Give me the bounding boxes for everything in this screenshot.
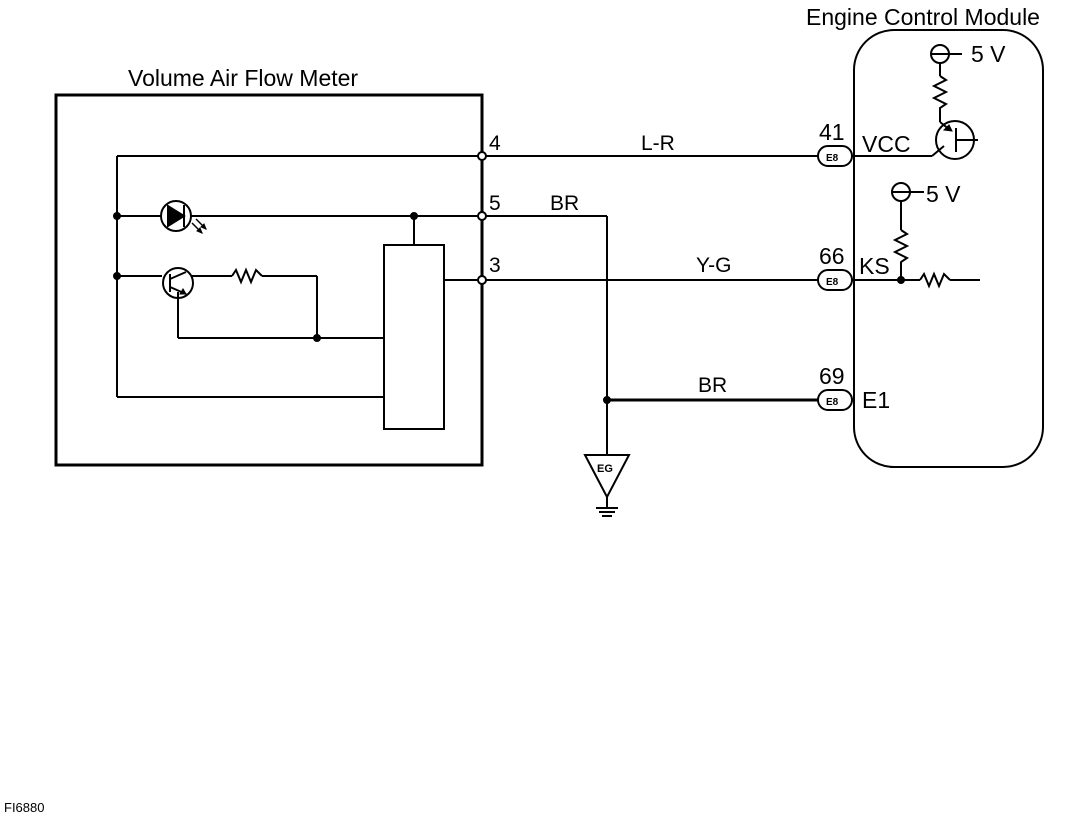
vafm-box [54,93,484,467]
supply-2-icon [891,182,924,230]
ecm-title: Engine Control Module [806,4,1040,30]
connector-69-code: E8 [826,397,839,408]
connector-41-number: 41 [819,119,845,145]
connector-69-body [817,389,853,411]
wire-yg-label: Y-G [696,254,731,277]
junction-dot [113,272,121,280]
ground-label: EG [597,463,613,475]
supply-2-label: 5 V [926,181,961,207]
supply-1-label: 5 V [971,41,1006,67]
connector-41-signal: VCC [862,131,911,157]
ecm-transistor-icon [931,120,978,160]
pin-5-label: 5 [489,192,501,215]
connector-66-number: 66 [819,243,845,269]
pin-3-terminal [477,275,487,285]
phototransistor-icon [162,267,194,299]
junction-dot [113,212,121,220]
led-icon [160,200,207,234]
pin-5-terminal [477,211,487,221]
ecm-resistor-3-icon [919,271,951,289]
connector-69-signal: E1 [862,387,890,413]
pin-4-terminal [477,151,487,161]
figure-id: FI6880 [4,800,44,815]
connector-69-number: 69 [819,363,845,389]
supply-1-icon [930,44,962,76]
wire-lr-label: L-R [641,132,675,155]
junction-dot [897,276,905,284]
connector-66-code: E8 [826,277,839,288]
wire-br-bottom-label: BR [698,374,727,397]
ic-block [383,244,445,430]
ecm-resistor-1-icon [931,75,949,122]
vafm-title: Volume Air Flow Meter [128,65,358,91]
junction-dot [603,396,611,404]
ecm-resistor-2-icon [892,229,910,280]
pin-3-label: 3 [489,254,501,277]
wire-br-top-label: BR [550,192,579,215]
connector-66-signal: KS [859,253,890,279]
junction-dot [313,334,321,342]
junction-dot [410,212,418,220]
ground-icon [583,454,631,517]
resistor-icon [231,267,263,285]
connector-41-code: E8 [826,153,839,164]
pin-4-label: 4 [489,132,501,155]
ecm-box [853,29,1044,468]
